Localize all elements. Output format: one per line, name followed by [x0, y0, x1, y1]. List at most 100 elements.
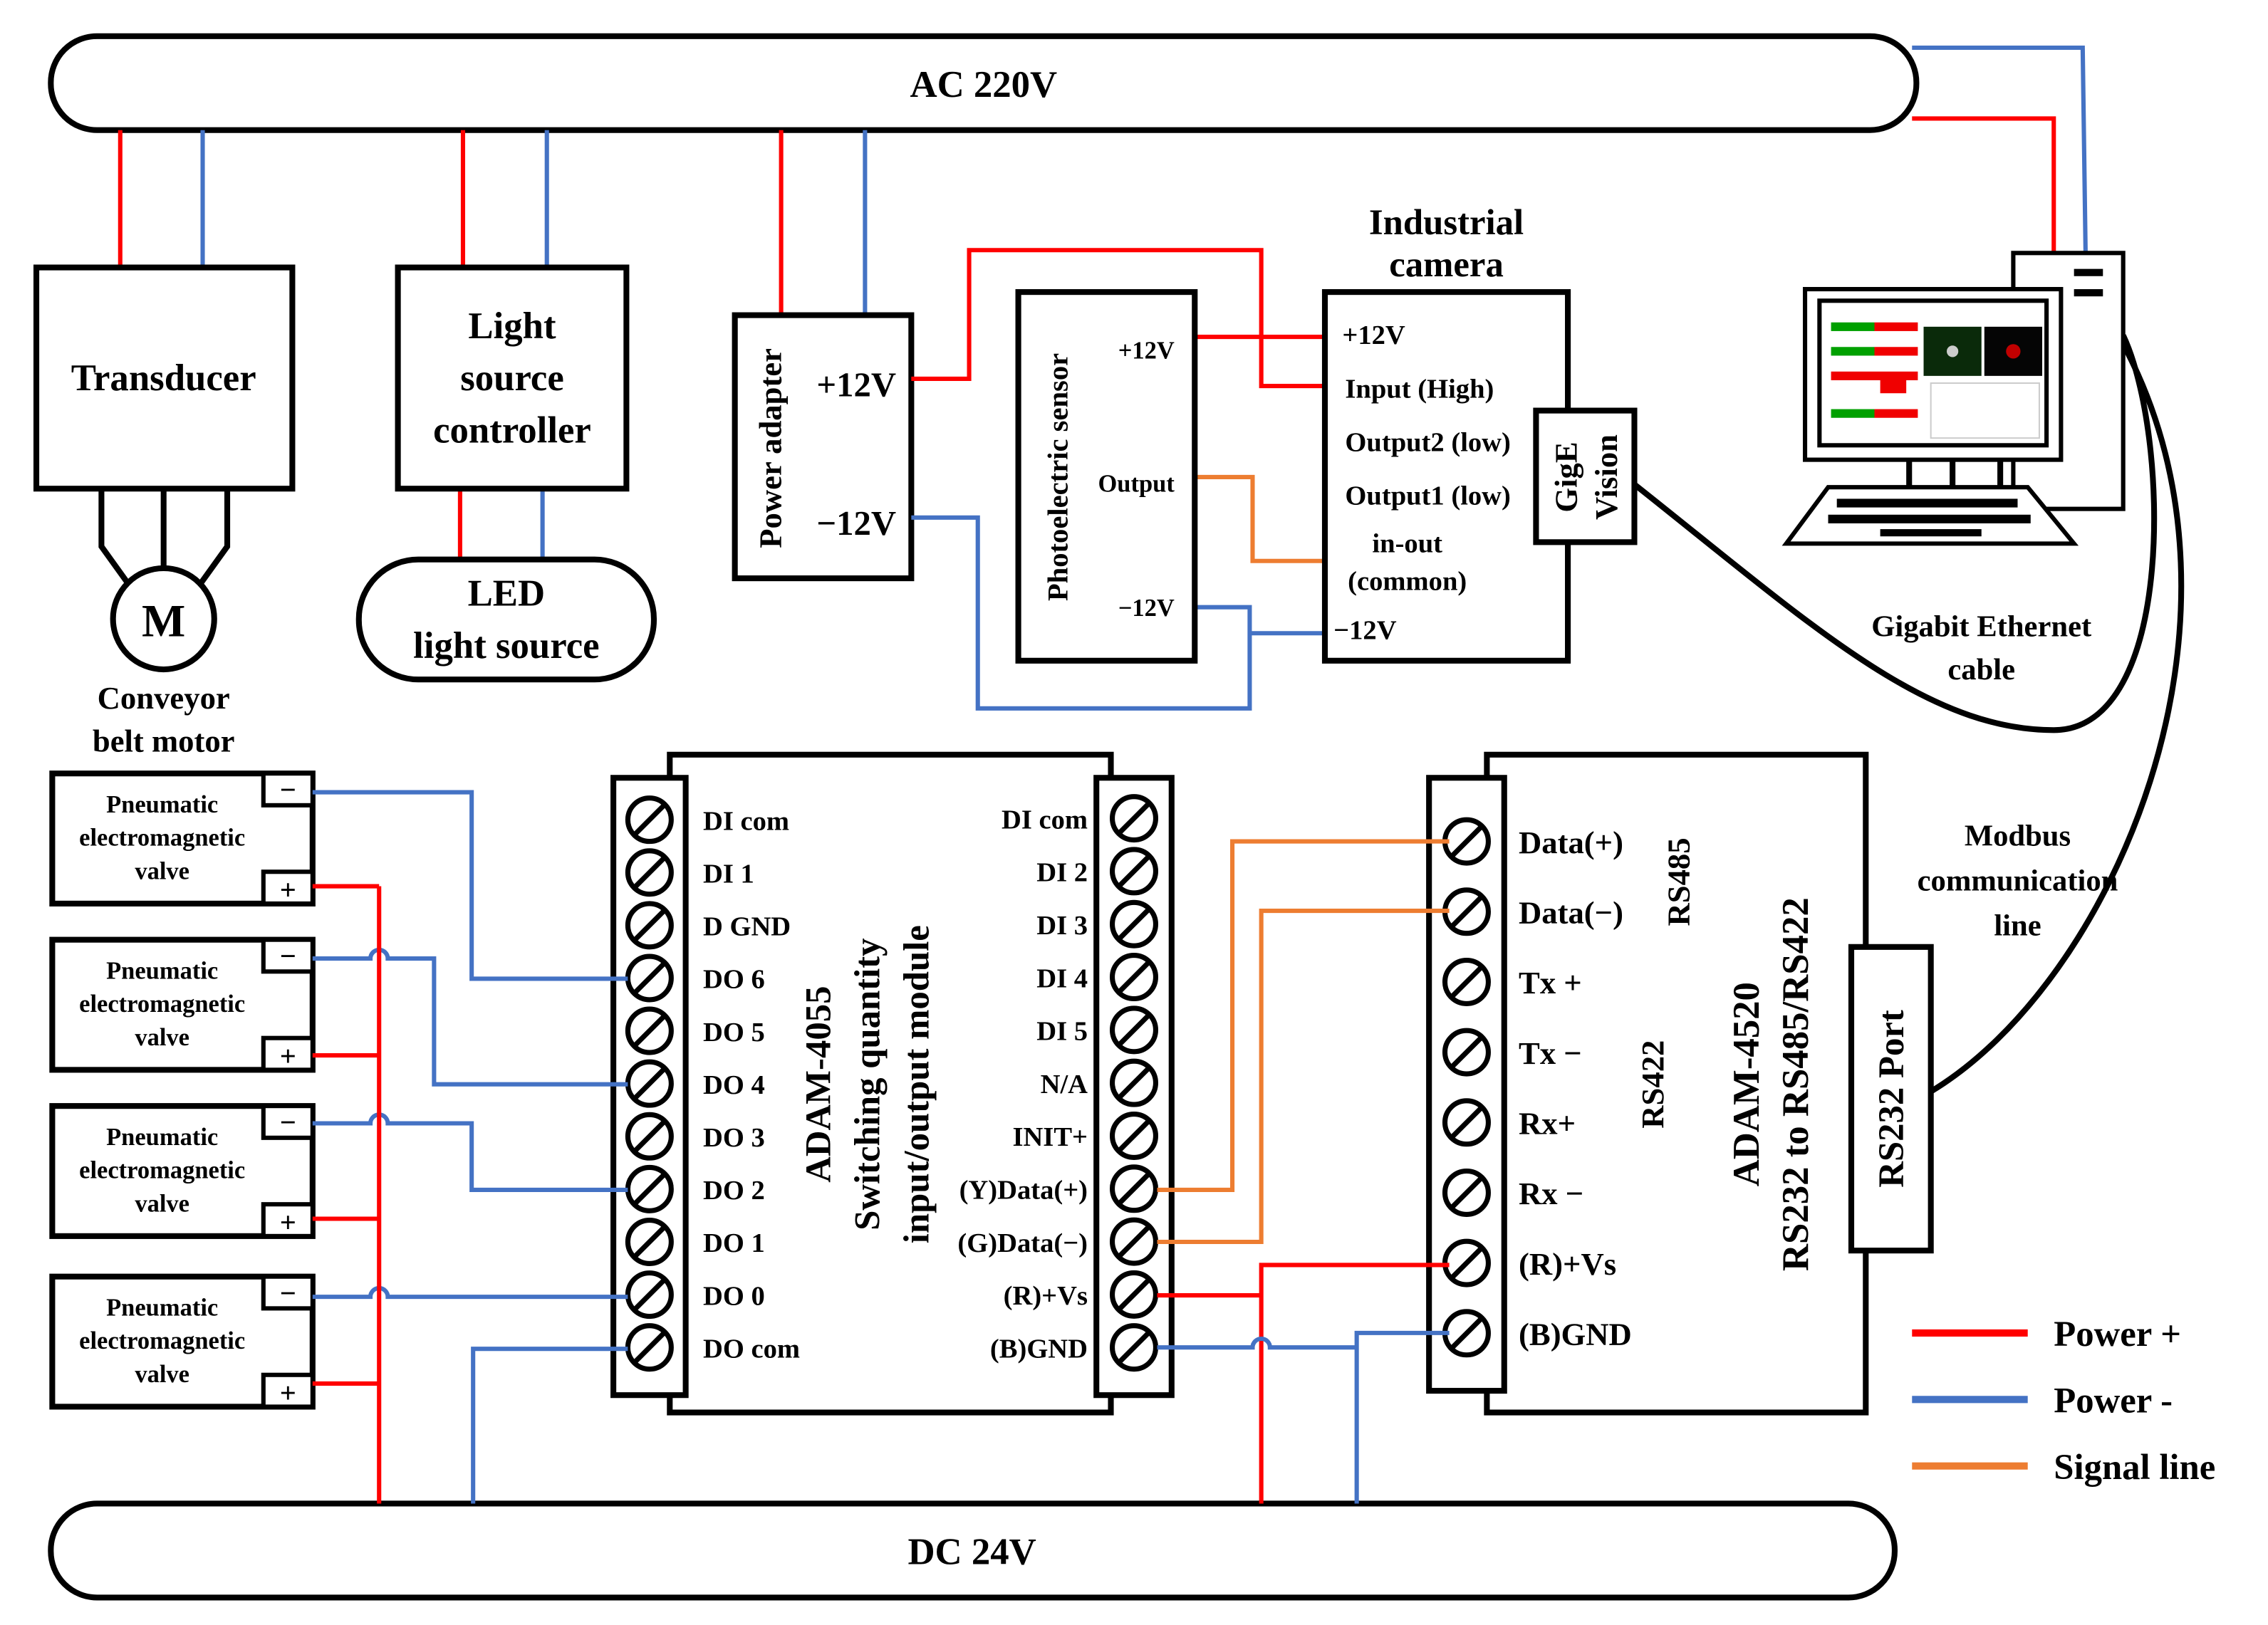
led-light-source: LED light source: [355, 556, 657, 683]
adam-4055-module: ADAM-4055 Switching quantity input/outpu…: [610, 751, 1175, 1416]
dc-24v-bus: DC 24V: [48, 1500, 1898, 1601]
adam4055-subtitle-2: input/output module: [897, 925, 937, 1243]
camera-pin-output1: Output1 (low): [1345, 481, 1510, 511]
camera-pin-minus12v: −12V: [1333, 615, 1397, 645]
terminal-screw: [1442, 957, 1491, 1006]
controller-label-1: Light: [468, 305, 556, 347]
camera-pin-plus12v: +12V: [1342, 320, 1405, 350]
transducer-label: Transducer: [71, 357, 256, 399]
legend: Power +Power -Signal line: [1912, 1314, 2215, 1487]
adam4055-right-pin: DI 5: [1036, 1017, 1088, 1047]
adam4055-left-pin: D GND: [703, 912, 791, 942]
camera-pin-output2: Output2 (low): [1345, 427, 1510, 457]
terminal-screw: [1109, 1270, 1159, 1319]
motor-label-1: Conveyor: [98, 680, 230, 716]
legend-label: Signal line: [2054, 1447, 2215, 1487]
sensor-pin-plus12v: +12V: [1118, 338, 1175, 365]
led-label-1: LED: [468, 573, 546, 615]
adam4520-pin: Data(+): [1519, 825, 1623, 860]
valve-plus-terminal: +: [280, 1040, 296, 1072]
light-source-controller: Light source controller: [395, 264, 630, 492]
terminal-screw: [625, 1323, 674, 1372]
valve-plus-terminal: +: [280, 1376, 296, 1409]
adam4055-right-pin: INIT+: [1012, 1122, 1088, 1152]
camera-title-2: camera: [1389, 244, 1504, 284]
adam4055-right-pin: (R)+Vs: [1004, 1281, 1088, 1311]
sensor-title: Photoelectric sensor: [1042, 353, 1074, 601]
controller-label-3: controller: [433, 409, 591, 451]
adam4055-title: ADAM-4055: [799, 986, 838, 1183]
adam4055-left-pin: DO 2: [703, 1176, 765, 1206]
adam4055-right-pin: DI 2: [1036, 858, 1088, 888]
terminal-screw: [1109, 1217, 1159, 1266]
terminal-screw: [1109, 1058, 1159, 1107]
adapter-plus-label: +12V: [816, 365, 896, 404]
adam4055-left-pin: DO 1: [703, 1228, 765, 1258]
valve-minus-terminal: −: [280, 774, 296, 806]
valve-label: electromagnetic: [79, 1157, 245, 1184]
terminal-screw: [625, 1059, 674, 1108]
gige-label-2: Vision: [1588, 434, 1624, 520]
adam4055-right-pin: (Y)Data(+): [959, 1175, 1088, 1205]
adam4520-title: ADAM-4520: [1726, 982, 1767, 1186]
adam4055-right-pin: DI 3: [1036, 911, 1088, 941]
gige-label-1: GigE: [1548, 441, 1583, 512]
valve-minus-terminal: −: [280, 1107, 296, 1139]
terminal-screw: [625, 848, 674, 897]
dc-bus-label: DC 24V: [907, 1532, 1036, 1573]
legend-label: Power +: [2054, 1314, 2181, 1354]
adam4520-subtitle: RS232 to RS485/RS422: [1775, 897, 1816, 1271]
terminal-screw: [1109, 1005, 1159, 1055]
adam4055-right-pin: DI com: [1002, 805, 1088, 835]
sensor-camera-wires: [911, 248, 1328, 711]
adam4055-left-pin: DO 3: [703, 1123, 765, 1153]
adam4055-left-pin: DO 0: [703, 1281, 765, 1311]
terminal-screw: [625, 1112, 674, 1161]
power-adapter-title: Power adapter: [753, 348, 789, 548]
terminal-screw: [1109, 1323, 1159, 1372]
adam4520-pin: Tx −: [1519, 1035, 1582, 1071]
adam-4520-converter: RS485 RS422 ADAM-4520 RS232 to RS485/RS4…: [1426, 751, 1934, 1416]
terminal-screw: [1109, 953, 1159, 1002]
camera-pin-input: Input (High): [1345, 374, 1494, 404]
adam4055-left-pin: DO 4: [703, 1070, 765, 1100]
sensor-pin-output: Output: [1098, 470, 1175, 497]
valve-label: Pneumatic: [106, 957, 218, 984]
terminal-screw: [1109, 1111, 1159, 1160]
camera-title-1: Industrial: [1369, 202, 1524, 242]
rs232-port-label: RS232 Port: [1871, 1010, 1911, 1188]
terminal-screw: [625, 795, 674, 845]
valve-label: electromagnetic: [79, 991, 245, 1018]
valve-label: valve: [135, 1190, 189, 1217]
power-adapter: Power adapter +12V −12V: [732, 312, 915, 582]
sensor-pin-minus12v: −12V: [1118, 595, 1175, 622]
valve-minus-terminal: −: [280, 1277, 296, 1309]
modbus-label-2: communication: [1918, 864, 2118, 898]
adam4055-left-pin: DO com: [703, 1334, 800, 1364]
ac-bus-label: AC 220V: [910, 64, 1058, 105]
adam4055-subtitle-1: Switching quantity: [848, 939, 888, 1230]
adam4520-pin: Rx+: [1519, 1106, 1576, 1141]
rs485-label: RS485: [1661, 837, 1697, 926]
camera-pin-common: (common): [1348, 566, 1467, 596]
terminal-screw: [625, 1217, 674, 1266]
modbus-label-1: Modbus: [1965, 820, 2071, 853]
terminal-screw: [1109, 847, 1159, 896]
valve-label: valve: [135, 857, 189, 884]
terminal-screw: [625, 1270, 674, 1320]
modbus-label-3: line: [1994, 909, 2041, 943]
modbus-line: [1929, 343, 2185, 1094]
adam4520-pin: Rx −: [1519, 1176, 1583, 1211]
terminal-screw: [625, 1006, 674, 1055]
adam4055-right-pin: (B)GND: [990, 1334, 1088, 1364]
terminal-screw: [1442, 1168, 1491, 1217]
industrial-camera: Industrial camera +12V Input (High) Outp…: [1321, 202, 1638, 664]
adam4520-pin: Data(−): [1519, 895, 1623, 931]
adam4520-pin: (R)+Vs: [1519, 1246, 1616, 1282]
adapter-minus-label: −12V: [816, 504, 896, 543]
adam4055-right-pin: N/A: [1041, 1070, 1088, 1099]
